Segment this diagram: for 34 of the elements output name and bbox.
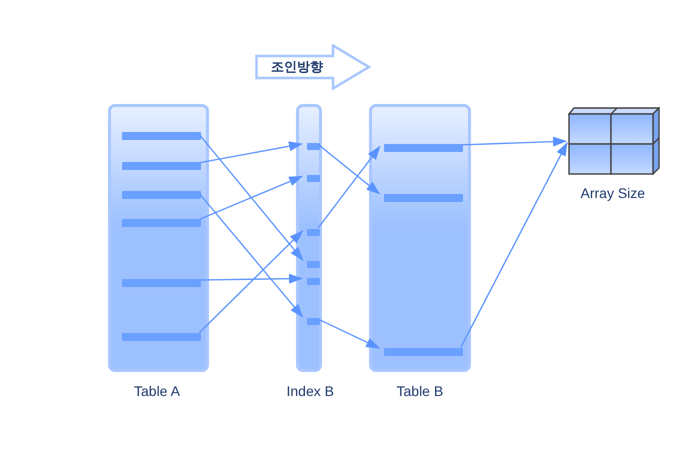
- row-bar: [122, 132, 201, 140]
- arrow: [318, 318, 380, 349]
- row-bar: [384, 194, 463, 202]
- row-bar: [122, 279, 201, 287]
- table-column: [296, 104, 322, 372]
- index-entry: [307, 143, 320, 150]
- arrow: [200, 274, 303, 284]
- arrow: [198, 134, 304, 261]
- row-bar: [384, 144, 463, 152]
- index-entry: [307, 261, 320, 268]
- table-column: [108, 104, 209, 372]
- caption-label: Array Size: [580, 185, 646, 201]
- row-bar: [122, 162, 201, 170]
- index-entry: [307, 175, 320, 182]
- arrow-label: 조인방향: [271, 58, 323, 76]
- index-entry: [307, 318, 320, 325]
- arrow: [318, 144, 380, 194]
- table-column: [369, 104, 471, 372]
- arrow: [462, 136, 567, 147]
- column-label: Index B: [286, 383, 334, 399]
- column-label: Table A: [134, 383, 180, 399]
- row-bar: [122, 191, 201, 199]
- array-cube-drawing: [568, 107, 660, 175]
- arrow: [318, 146, 380, 228]
- arrow: [460, 142, 568, 348]
- index-entry: [307, 278, 320, 285]
- index-entry: [307, 229, 320, 236]
- arrow: [200, 176, 304, 220]
- direction-arrow: [255, 44, 371, 90]
- column-label: Table B: [396, 383, 444, 399]
- arrow: [200, 141, 303, 164]
- row-bar: [384, 348, 463, 356]
- row-bar: [122, 333, 201, 341]
- row-bar: [122, 219, 201, 227]
